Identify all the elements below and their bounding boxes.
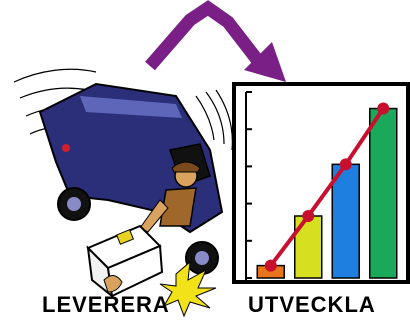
double-bend-arrow-icon [145, 0, 286, 82]
caption-deliver: LEVERERA [42, 292, 170, 317]
chart-trend-point [264, 259, 277, 272]
delivery-man-icon [139, 161, 201, 233]
chart-trend-point [377, 102, 390, 115]
chart-bar [369, 107, 398, 279]
impact-star [159, 260, 217, 318]
chart-trend-line [269, 107, 385, 267]
chart-trend-point [302, 210, 315, 222]
package-box-icon [86, 224, 164, 299]
chart-bar [331, 163, 360, 279]
growth-chart-icon [232, 82, 410, 284]
caption-develop: UTVECKLA [248, 292, 376, 317]
chart-trend-point [339, 158, 352, 171]
